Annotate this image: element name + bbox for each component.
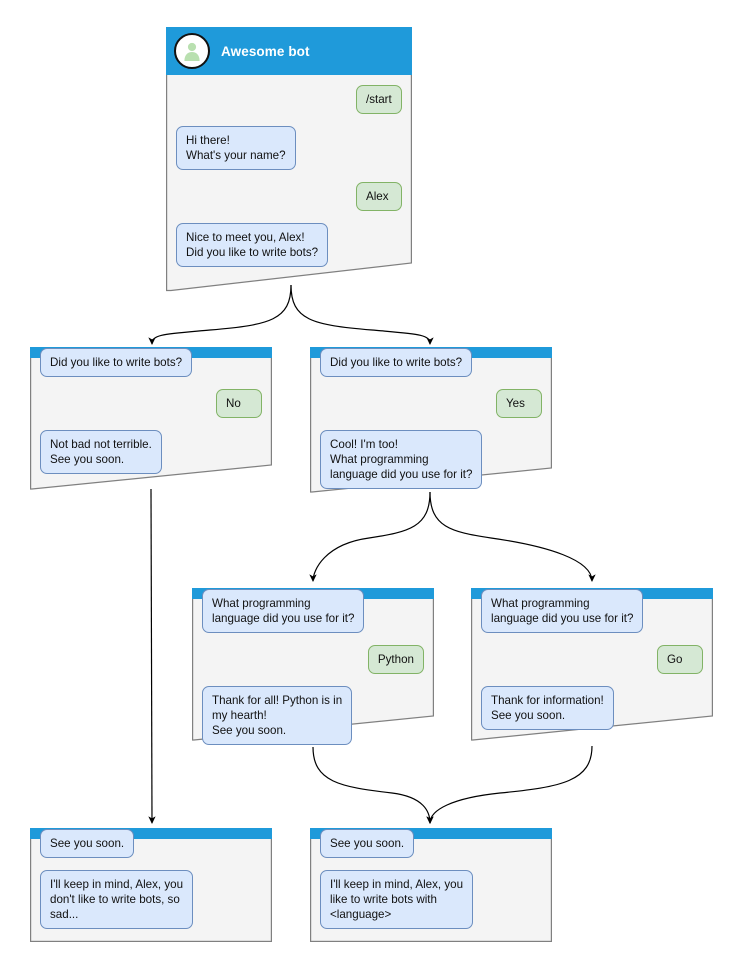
bot-message-bubble[interactable]: Nice to meet you, Alex! Did you like to … (176, 223, 329, 268)
panel-title-start: Awesome bot (221, 43, 310, 59)
user-message-bubble[interactable]: Alex (356, 182, 402, 212)
chat-panel-start[interactable]: Awesome bot /start Hi there! What's your… (166, 27, 412, 292)
user-message-bubble[interactable]: No (216, 389, 262, 419)
user-message-bubble[interactable]: Yes (496, 389, 542, 419)
message-row: Yes (320, 389, 542, 419)
message-row: Go (481, 645, 703, 675)
user-message-bubble[interactable]: Go (657, 645, 703, 675)
bot-message-bubble[interactable]: Hi there! What's your name? (176, 126, 296, 171)
message-row: I'll keep in mind, Alex, you like to wri… (320, 870, 542, 930)
chat-panel-answer-go[interactable]: What programming language did you use fo… (471, 588, 713, 743)
connector-start-to-yes (290, 284, 434, 345)
panel-body-end-sad: See you soon. I'll keep in mind, Alex, y… (30, 829, 272, 939)
bot-message-bubble[interactable]: Did you like to write bots? (40, 348, 193, 378)
connector-start-to-no (148, 284, 292, 345)
chat-panel-answer-no[interactable]: Did you like to write bots? No Not bad n… (30, 347, 272, 492)
user-message-bubble[interactable]: Python (367, 645, 424, 675)
message-row: I'll keep in mind, Alex, you don't like … (40, 870, 262, 930)
message-row: Cool! I'm too! What programming language… (320, 430, 542, 490)
bot-message-bubble[interactable]: Thank for information! See you soon. (481, 686, 614, 731)
bot-message-bubble[interactable]: What programming language did you use fo… (481, 589, 644, 634)
message-row: Not bad not terrible. See you soon. (40, 430, 262, 475)
message-row: No (40, 389, 262, 419)
message-row: Did you like to write bots? (320, 348, 542, 378)
bot-message-bubble[interactable]: What programming language did you use fo… (202, 589, 365, 634)
message-row: Hi there! What's your name? (176, 126, 402, 171)
connector-python-to-end-happy (312, 746, 434, 824)
chat-panel-end-happy[interactable]: See you soon. I'll keep in mind, Alex, y… (310, 828, 552, 942)
message-row: Nice to meet you, Alex! Did you like to … (176, 223, 402, 268)
user-message-bubble[interactable]: /start (356, 85, 402, 115)
panel-body-answer-yes: Did you like to write bots? Yes Cool! I'… (310, 348, 552, 499)
panel-body-answer-python: What programming language did you use fo… (192, 589, 434, 755)
bot-message-bubble[interactable]: Did you like to write bots? (320, 348, 473, 378)
panel-body-start: /start Hi there! What's your name? Alex … (166, 75, 412, 277)
message-row: What programming language did you use fo… (202, 589, 424, 634)
panel-body-answer-no: Did you like to write bots? No Not bad n… (30, 348, 272, 484)
panel-header-bar (30, 828, 272, 839)
message-row: Alex (176, 182, 402, 212)
person-avatar-icon (174, 33, 210, 69)
connector-yes-to-go (429, 491, 596, 582)
bot-message-bubble[interactable]: Cool! I'm too! What programming language… (320, 430, 483, 490)
bot-message-bubble[interactable]: I'll keep in mind, Alex, you don't like … (40, 870, 194, 930)
bot-message-bubble[interactable]: Not bad not terrible. See you soon. (40, 430, 162, 475)
bot-message-bubble[interactable]: See you soon. (40, 829, 135, 859)
message-row: /start (176, 85, 402, 115)
message-row: What programming language did you use fo… (481, 589, 703, 634)
bot-message-bubble[interactable]: Thank for all! Python is in my hearth! S… (202, 686, 353, 746)
bot-message-bubble[interactable]: See you soon. (320, 829, 415, 859)
panel-header-bar (310, 828, 552, 839)
message-row: Did you like to write bots? (40, 348, 262, 378)
message-row: Thank for all! Python is in my hearth! S… (202, 686, 424, 746)
message-row: Python (202, 645, 424, 675)
connector-no-to-end-sad (148, 488, 156, 824)
chat-panel-answer-python[interactable]: What programming language did you use fo… (192, 588, 434, 746)
panel-header-start: Awesome bot (166, 27, 412, 75)
bot-message-bubble[interactable]: I'll keep in mind, Alex, you like to wri… (320, 870, 474, 930)
connector-yes-to-python (309, 491, 431, 582)
message-row: See you soon. (40, 829, 262, 859)
panel-body-end-happy: See you soon. I'll keep in mind, Alex, y… (310, 829, 552, 939)
connector-go-to-end-happy (426, 745, 593, 824)
chat-panel-end-sad[interactable]: See you soon. I'll keep in mind, Alex, y… (30, 828, 272, 942)
message-row: Thank for information! See you soon. (481, 686, 703, 731)
chat-panel-answer-yes[interactable]: Did you like to write bots? Yes Cool! I'… (310, 347, 552, 495)
message-row: See you soon. (320, 829, 542, 859)
panel-body-answer-go: What programming language did you use fo… (471, 589, 713, 740)
